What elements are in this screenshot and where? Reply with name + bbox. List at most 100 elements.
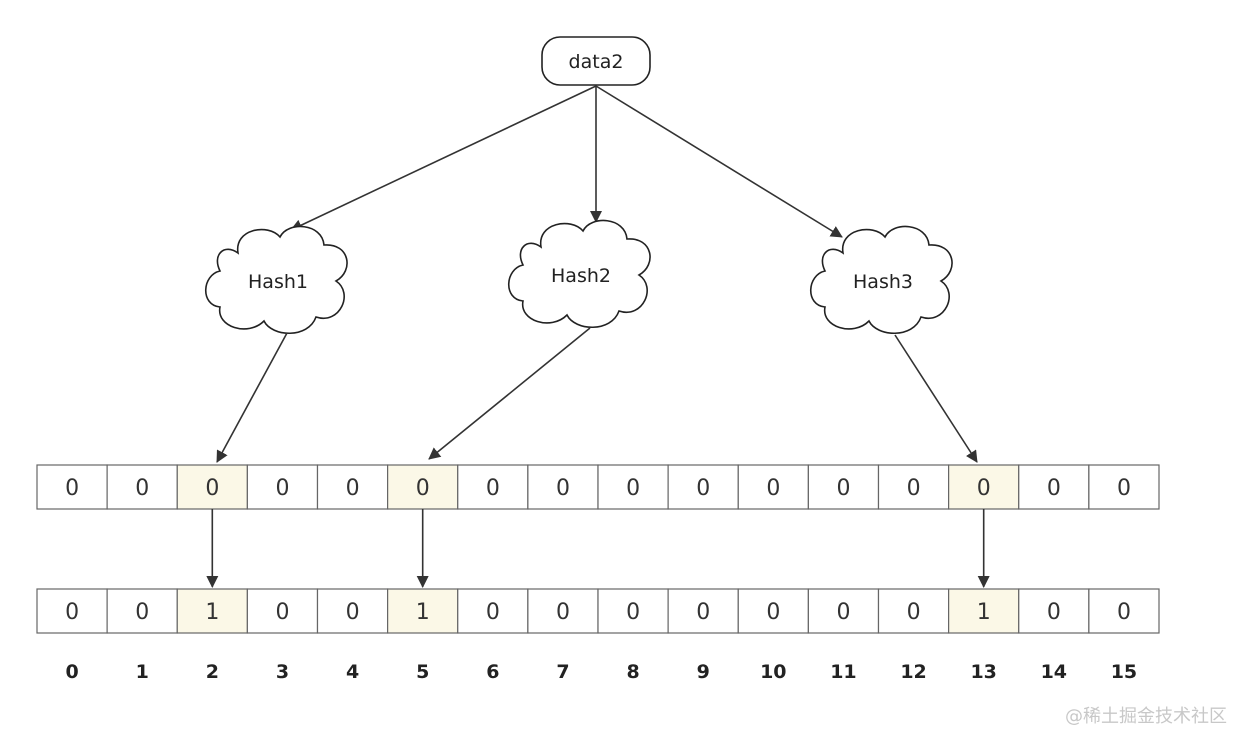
- after-cell-10: 0: [737, 588, 809, 634]
- cell-value: 0: [486, 600, 500, 625]
- cell-value: 0: [1117, 476, 1131, 501]
- after-cell-1: 0: [106, 588, 178, 634]
- cell-box: [667, 464, 739, 510]
- cell-box: [737, 588, 809, 634]
- index-label-9: 9: [697, 661, 710, 683]
- cloud-icon: [508, 219, 651, 328]
- cell-value: 0: [626, 600, 640, 625]
- data-node: data2: [541, 36, 651, 86]
- cell-box: [457, 464, 529, 510]
- cell-value: 0: [626, 476, 640, 501]
- watermark: @稀土掘金技术社区: [1065, 706, 1227, 727]
- before-cell-2: 0: [176, 464, 248, 510]
- index-label-15: 15: [1111, 661, 1137, 683]
- set-bit-arrows: [206, 509, 990, 588]
- cell-value: 0: [907, 476, 921, 501]
- index-label-8: 8: [626, 661, 639, 683]
- before-cell-15: 0: [1088, 464, 1160, 510]
- hash-cloud-2: Hash2: [508, 219, 651, 328]
- cell-box: [1018, 464, 1090, 510]
- before-cell-0: 0: [36, 464, 108, 510]
- cell-value: 0: [346, 476, 360, 501]
- before-cell-14: 0: [1018, 464, 1090, 510]
- cell-box: [316, 464, 389, 510]
- data-node-label: data2: [569, 51, 624, 73]
- arrow-hash2-to-cell: [428, 327, 591, 460]
- hash-cloud-3: Hash3: [810, 225, 953, 334]
- before-cell-12: 0: [877, 464, 950, 510]
- after-cell-11: 0: [807, 588, 880, 634]
- cell-box: [877, 464, 950, 510]
- after-cell-7: 0: [527, 588, 599, 634]
- cell-box: [948, 588, 1020, 634]
- cell-value: 0: [65, 600, 79, 625]
- hash-label: Hash3: [853, 271, 913, 293]
- before-cell-4: 0: [316, 464, 389, 510]
- cell-value: 0: [275, 476, 289, 501]
- cell-box: [527, 588, 599, 634]
- index-label-2: 2: [206, 661, 219, 683]
- cell-value: 0: [556, 600, 570, 625]
- cell-box: [246, 464, 319, 510]
- cell-value: 0: [766, 476, 780, 501]
- after-cell-6: 0: [457, 588, 529, 634]
- cell-value: 0: [205, 476, 219, 501]
- cell-value: 0: [836, 600, 850, 625]
- cell-value: 0: [1117, 600, 1131, 625]
- index-label-12: 12: [900, 661, 926, 683]
- after-cell-13: 1: [948, 588, 1020, 634]
- cell-box: [246, 588, 319, 634]
- cell-value: 0: [556, 476, 570, 501]
- cell-box: [387, 588, 459, 634]
- data-to-hash-arrows: [290, 85, 843, 238]
- cell-value: 0: [696, 600, 710, 625]
- after-cell-9: 0: [667, 588, 739, 634]
- cell-value: 0: [135, 600, 149, 625]
- cell-value: 0: [135, 476, 149, 501]
- cell-value: 0: [977, 476, 991, 501]
- after-cell-2: 1: [176, 588, 248, 634]
- cell-value: 0: [486, 476, 500, 501]
- before-cell-3: 0: [246, 464, 319, 510]
- before-cell-13: 0: [948, 464, 1020, 510]
- after-cell-0: 0: [36, 588, 108, 634]
- before-cell-8: 0: [597, 464, 669, 510]
- cell-box: [106, 588, 178, 634]
- cell-value: 0: [65, 476, 79, 501]
- hash-label: Hash1: [248, 271, 308, 293]
- arrow-data-to-hash3: [595, 85, 843, 238]
- index-label-0: 0: [65, 661, 78, 683]
- cell-value: 1: [416, 600, 430, 625]
- cell-value: 0: [1047, 600, 1061, 625]
- cell-value: 1: [977, 600, 991, 625]
- cell-box: [1088, 588, 1160, 634]
- cell-value: 0: [836, 476, 850, 501]
- before-cell-7: 0: [527, 464, 599, 510]
- index-label-10: 10: [760, 661, 786, 683]
- cell-box: [877, 588, 950, 634]
- cell-box: [36, 588, 108, 634]
- cell-value: 0: [907, 600, 921, 625]
- cell-box: [1018, 588, 1090, 634]
- hash-label: Hash2: [551, 265, 611, 287]
- index-label-5: 5: [416, 661, 429, 683]
- index-label-6: 6: [486, 661, 499, 683]
- cell-box: [106, 464, 178, 510]
- cell-box: [667, 588, 739, 634]
- after-cell-12: 0: [877, 588, 950, 634]
- index-label-1: 1: [136, 661, 149, 683]
- index-label-3: 3: [276, 661, 289, 683]
- before-cell-1: 0: [106, 464, 178, 510]
- after-cell-3: 0: [246, 588, 319, 634]
- before-cell-11: 0: [807, 464, 880, 510]
- before-cell-5: 0: [387, 464, 459, 510]
- hash-to-array-arrows: [216, 327, 978, 463]
- arrow-hash1-to-cell: [216, 332, 288, 463]
- cell-box: [36, 464, 108, 510]
- index-label-11: 11: [830, 661, 856, 683]
- after-cell-15: 0: [1088, 588, 1160, 634]
- hash-cloud-1: Hash1: [205, 225, 348, 334]
- after-cell-14: 0: [1018, 588, 1090, 634]
